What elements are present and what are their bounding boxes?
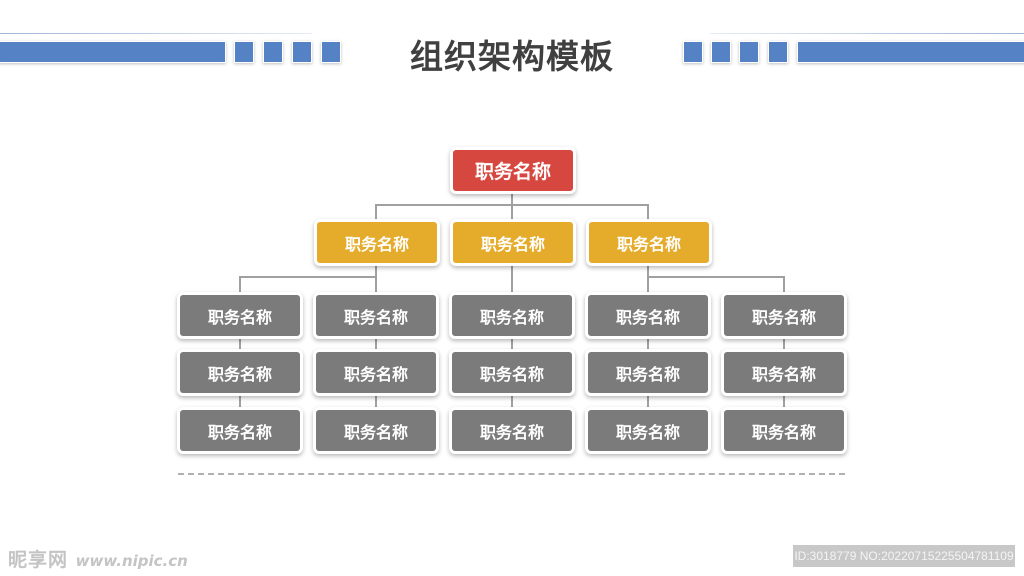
connector: [239, 336, 241, 352]
org-node-staff[interactable]: 职务名称: [177, 349, 303, 396]
header-square: [768, 41, 788, 63]
org-node-label: 职务名称: [615, 364, 680, 384]
org-node-label: 职务名称: [615, 422, 680, 442]
connector: [511, 336, 513, 352]
connector: [511, 263, 513, 295]
org-node-manager[interactable]: 职务名称: [314, 219, 440, 266]
org-node-label: 职务名称: [751, 422, 816, 442]
org-node-staff[interactable]: 职务名称: [585, 349, 711, 396]
header-square: [711, 41, 731, 63]
connector: [511, 204, 513, 222]
connector: [647, 276, 785, 278]
org-node-staff[interactable]: 职务名称: [313, 349, 439, 396]
org-node-staff[interactable]: 职务名称: [449, 349, 575, 396]
org-node-staff[interactable]: 职务名称: [177, 292, 303, 339]
org-node-staff[interactable]: 职务名称: [721, 407, 847, 454]
org-node-label: 职务名称: [479, 422, 544, 442]
org-node-label: 职务名称: [479, 364, 544, 384]
org-node-label: 职务名称: [343, 422, 408, 442]
org-node-label: 职务名称: [615, 307, 680, 327]
header-square: [739, 41, 759, 63]
org-node-label: 职务名称: [474, 161, 551, 183]
org-node-label: 职务名称: [480, 234, 545, 254]
org-node-staff[interactable]: 职务名称: [721, 292, 847, 339]
connector: [647, 204, 649, 222]
header-square: [683, 41, 703, 63]
header-bar-left: [0, 41, 226, 63]
org-node-label: 职务名称: [343, 364, 408, 384]
org-node-staff[interactable]: 职务名称: [585, 292, 711, 339]
header-bar-right: [797, 41, 1024, 63]
connector: [375, 336, 377, 352]
connector: [783, 336, 785, 352]
watermark-url: www.nipic.cn: [75, 552, 188, 570]
org-node-label: 职务名称: [343, 307, 408, 327]
connector: [239, 276, 241, 295]
header-thin-line-right: [710, 33, 1024, 34]
org-node-label: 职务名称: [207, 307, 272, 327]
watermark-id: ID:3018779 NO:20220715225504781109: [793, 545, 1015, 567]
connector: [783, 276, 785, 295]
watermark-logo: 昵享网 www.nipic.cn: [8, 545, 188, 572]
connector: [375, 204, 377, 222]
org-node-staff[interactable]: 职务名称: [721, 349, 847, 396]
connector: [239, 393, 241, 410]
org-node-root[interactable]: 职务名称: [450, 147, 576, 194]
header-thin-line-left: [0, 33, 312, 34]
connector: [511, 393, 513, 410]
org-node-staff[interactable]: 职务名称: [313, 292, 439, 339]
header-square: [292, 41, 312, 63]
watermark-site: 昵享网: [8, 549, 69, 571]
page-title: 组织架构模板: [410, 37, 614, 76]
connector: [647, 393, 649, 410]
org-node-staff[interactable]: 职务名称: [177, 407, 303, 454]
connector: [239, 276, 377, 278]
header-square: [234, 41, 254, 63]
org-node-label: 职务名称: [207, 364, 272, 384]
org-node-manager[interactable]: 职务名称: [450, 219, 576, 266]
org-node-staff[interactable]: 职务名称: [449, 407, 575, 454]
org-node-label: 职务名称: [479, 307, 544, 327]
dashed-divider: [178, 473, 845, 475]
connector: [511, 191, 513, 206]
org-node-label: 职务名称: [751, 364, 816, 384]
connector: [375, 393, 377, 410]
org-node-label: 职务名称: [207, 422, 272, 442]
org-node-staff[interactable]: 职务名称: [585, 407, 711, 454]
org-node-staff[interactable]: 职务名称: [313, 407, 439, 454]
org-node-label: 职务名称: [616, 234, 681, 254]
header-square: [263, 41, 283, 63]
connector: [375, 263, 377, 295]
header-square: [321, 41, 341, 63]
org-node-manager[interactable]: 职务名称: [586, 219, 712, 266]
org-node-label: 职务名称: [344, 234, 409, 254]
connector: [783, 393, 785, 410]
connector: [647, 336, 649, 352]
org-node-label: 职务名称: [751, 307, 816, 327]
org-node-staff[interactable]: 职务名称: [449, 292, 575, 339]
connector: [647, 263, 649, 295]
